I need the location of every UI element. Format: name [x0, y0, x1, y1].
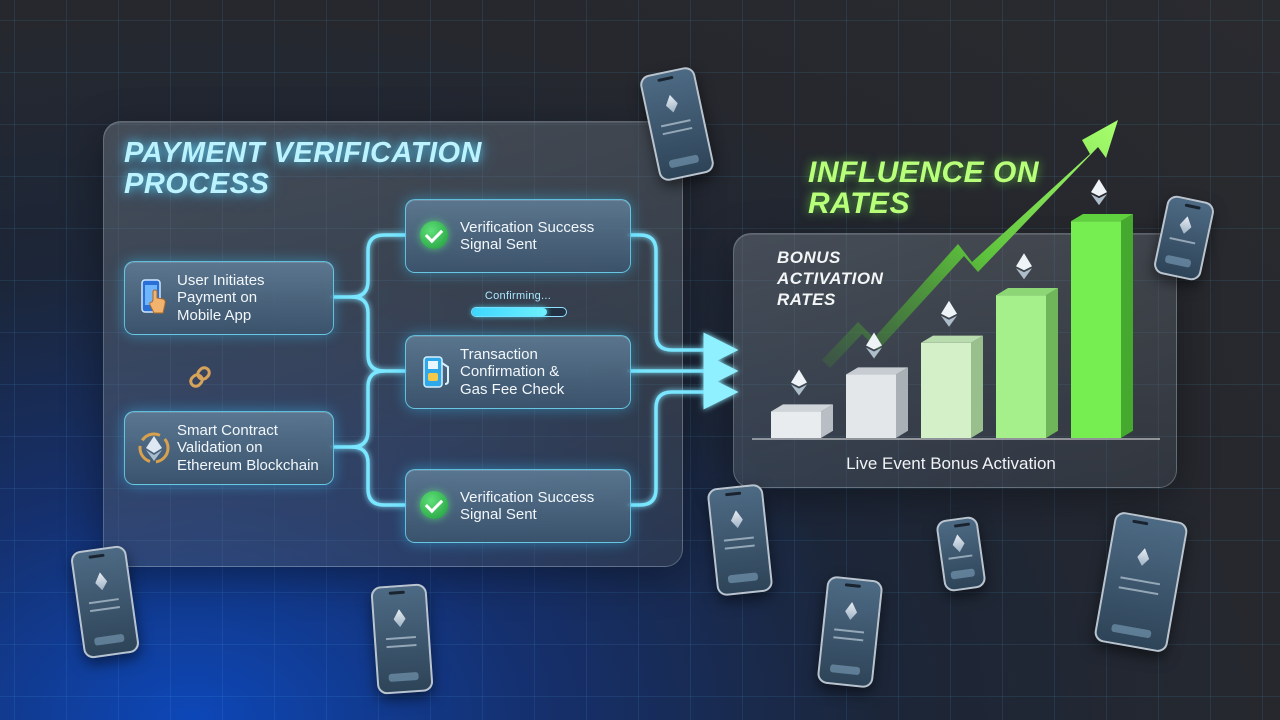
ethereum-cycle-icon [138, 432, 170, 464]
verification-success-label-bottom: Verification Success Signal Sent [460, 488, 595, 524]
check-icon [420, 221, 448, 249]
live-event-bonus-label: Live Event Bonus Activation [846, 454, 1056, 473]
transaction-confirmation-node: Transaction Confirmation & Gas Fee Check [405, 335, 631, 409]
check-icon [420, 491, 448, 519]
smart-contract-node: Smart Contract Validation on Ethereum Bl… [124, 411, 334, 485]
bonus-activation-title: BONUS ACTIVATION RATES [777, 248, 884, 309]
verification-success-node-top: Verification Success Signal Sent [405, 199, 631, 273]
user-initiates-node: User Initiates Payment on Mobile App [124, 261, 334, 335]
verification-success-label-top: Verification Success Signal Sent [460, 218, 595, 254]
payment-verification-title: PAYMENT VERIFICATION PROCESS [124, 137, 482, 200]
chart-baseline [752, 438, 1160, 440]
confirming-progress-fill [472, 308, 548, 316]
floating-phone [816, 575, 884, 689]
influence-on-rates-title: INFLUENCE ON RATES [808, 156, 1039, 220]
confirming-progress-bar [471, 307, 567, 317]
floating-phone [706, 483, 774, 597]
confirming-label: Confirming... [484, 290, 552, 302]
verification-success-node-bottom: Verification Success Signal Sent [405, 469, 631, 543]
user-initiates-label: User Initiates Payment on Mobile App [177, 271, 265, 324]
transaction-confirmation-label: Transaction Confirmation & Gas Fee Check [460, 345, 565, 398]
smart-contract-label: Smart Contract Validation on Ethereum Bl… [177, 421, 319, 474]
gas-pump-icon [423, 356, 449, 388]
floating-phone [370, 583, 434, 695]
phone-tap-icon [141, 279, 166, 314]
